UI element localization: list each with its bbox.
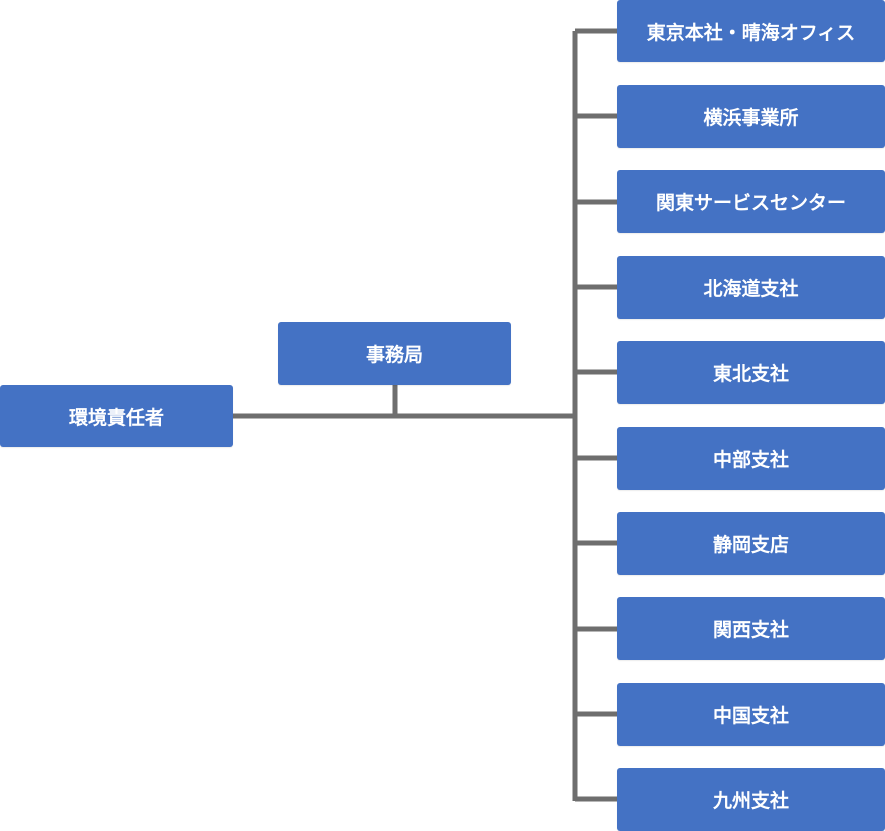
branch-node-label: 九州支社 [712,790,789,812]
root-node: 環境責任者 [0,385,233,447]
branch-node: 中部支社 [617,427,885,490]
assistant-node: 事務局 [278,322,511,385]
branch-node-label: 静岡支店 [712,534,789,556]
branch-node: 東北支社 [617,341,885,404]
branch-node-label: 東北支社 [712,363,789,385]
branch-node-label: 横浜事業所 [703,107,799,129]
branch-node-label: 関西支社 [712,619,789,641]
branch-node: 関西支社 [617,597,885,660]
assistant-node-label: 事務局 [365,344,423,366]
root-node-label: 環境責任者 [68,406,164,429]
branch-node: 関東サービスセンター [617,170,885,233]
branch-node-label: 中部支社 [712,449,789,471]
branch-node: 中国支社 [617,683,885,746]
branch-node: 北海道支社 [617,256,885,319]
branch-node-label: 中国支社 [712,705,789,727]
branch-node-label: 関東サービスセンター [655,192,846,214]
branch-node-label: 東京本社・晴海オフィス [646,21,856,44]
branch-node: 静岡支店 [617,512,885,575]
branch-node: 東京本社・晴海オフィス [617,0,885,62]
branch-node: 横浜事業所 [617,85,885,148]
branch-node: 九州支社 [617,768,885,831]
branch-node-label: 北海道支社 [703,278,799,300]
